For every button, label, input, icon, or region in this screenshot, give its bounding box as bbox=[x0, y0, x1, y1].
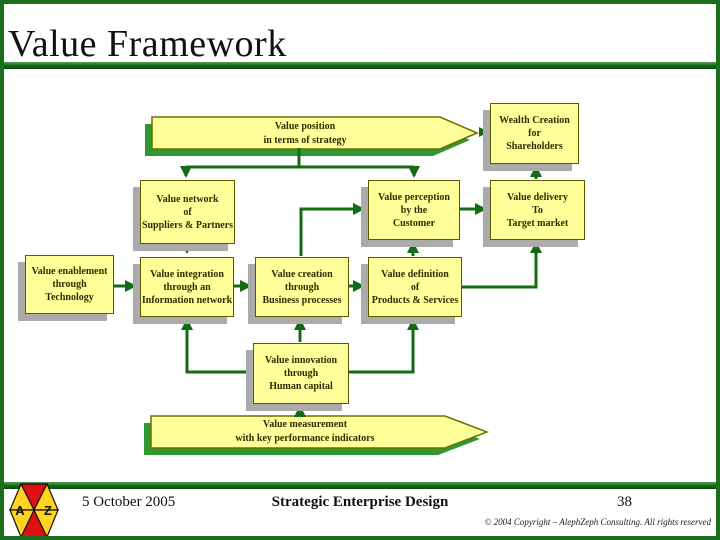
box-value-delivery: Value delivery To Target market bbox=[490, 180, 585, 240]
box-text: Value definition of Products & Services bbox=[371, 268, 459, 306]
box-text: Wealth Creation for Shareholders bbox=[499, 115, 570, 152]
box-value-innovation: Value innovation through Human capital bbox=[253, 343, 349, 404]
footer-copyright: © 2004 Copyright – AlephZeph Consulting.… bbox=[484, 517, 711, 527]
box-text: Value creation through Business processe… bbox=[262, 268, 342, 306]
logo-letter-a: A bbox=[15, 503, 25, 518]
box-text: Value delivery To Target market bbox=[506, 191, 569, 229]
logo-letter-z: Z bbox=[44, 503, 52, 518]
box-value-network: Value network of Suppliers & Partners bbox=[140, 180, 235, 244]
banner-value-measurement-shape bbox=[144, 415, 490, 455]
connectors bbox=[112, 127, 542, 417]
banner-value-position: Value position in terms of strategy bbox=[263, 121, 347, 146]
title-divider bbox=[4, 62, 716, 69]
box-text: Value integration through an Information… bbox=[141, 268, 233, 306]
box-text: Value innovation through Human capital bbox=[264, 355, 338, 392]
banner-value-position-shape bbox=[145, 116, 479, 156]
footer-page-number: 38 bbox=[617, 494, 632, 510]
footer-divider bbox=[4, 482, 716, 489]
box-value-perception: Value perception by the Customer bbox=[368, 180, 460, 240]
box-value-definition: Value definition of Products & Services bbox=[368, 257, 462, 317]
alephzeph-logo: A Z bbox=[9, 482, 59, 539]
banner-value-measurement: Value measurement with key performance i… bbox=[235, 419, 375, 444]
box-text: Value enablement through Technology bbox=[31, 266, 108, 303]
box-text: Value network of Suppliers & Partners bbox=[141, 193, 234, 231]
box-value-integration: Value integration through an Information… bbox=[140, 257, 234, 317]
box-text: Value perception by the Customer bbox=[378, 191, 450, 229]
box-value-enablement: Value enablement through Technology bbox=[25, 255, 114, 314]
page-title: Value Framework bbox=[8, 23, 287, 65]
box-wealth-creation: Wealth Creation for Shareholders bbox=[490, 103, 579, 164]
box-value-creation: Value creation through Business processe… bbox=[255, 257, 349, 317]
footer-title: Strategic Enterprise Design bbox=[271, 494, 449, 510]
footer-date: 5 October 2005 bbox=[82, 494, 176, 510]
